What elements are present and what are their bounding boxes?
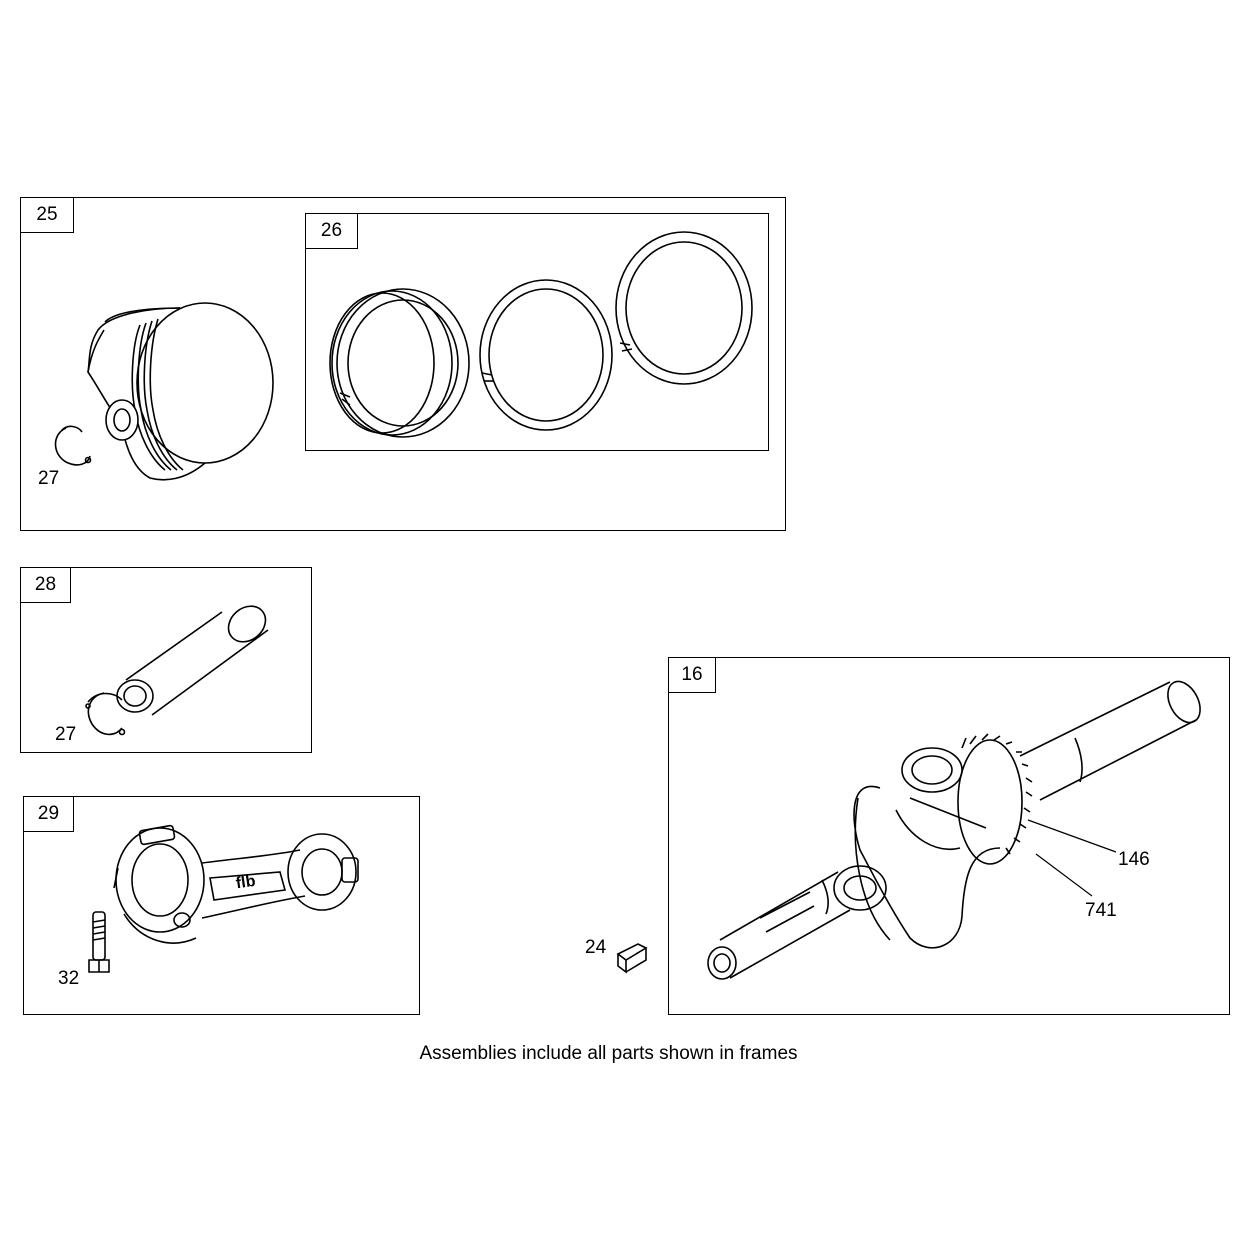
- frame-label-pin: 28: [21, 568, 71, 603]
- frame-label-rings: 26: [306, 214, 358, 249]
- callout-crankshaft-sensor: 741: [1085, 900, 1117, 921]
- crankshaft-drawing: [700, 678, 1210, 998]
- frame-crankshaft: 16: [668, 657, 1230, 1015]
- frame-label-crankshaft: 16: [669, 658, 716, 693]
- crankshaft-leader-lines: [1027, 819, 1117, 897]
- frame-connecting-rod: 29: [23, 796, 420, 1015]
- callout-piston-clip: 27: [38, 468, 60, 489]
- callout-crankshaft-gear: 146: [1118, 849, 1150, 870]
- piston-drawing: [40, 300, 280, 490]
- frame-rings: 26: [305, 213, 769, 451]
- callout-rod-bolt: 32: [58, 968, 80, 989]
- rod-casting-marking: flb: [234, 872, 257, 893]
- frame-label-connecting-rod: 29: [24, 797, 74, 832]
- assemblies-note: Assemblies include all parts shown in fr…: [419, 1043, 798, 1064]
- pin-retaining-clip-drawing: [80, 688, 130, 748]
- piston-retaining-clip-drawing: [48, 420, 98, 470]
- frame-label-piston: 25: [21, 198, 74, 233]
- crankshaft-key-drawing: [614, 940, 650, 974]
- piston-rings-drawing: [320, 225, 760, 445]
- frame-pin: 28: [20, 567, 312, 753]
- connecting-rod-drawing: [110, 818, 370, 958]
- connecting-rod-bolt-drawing: [86, 910, 112, 980]
- piston-pin-drawing: [110, 600, 280, 730]
- callout-pin-clip: 27: [55, 724, 77, 745]
- callout-crankshaft-key: 24: [585, 937, 607, 958]
